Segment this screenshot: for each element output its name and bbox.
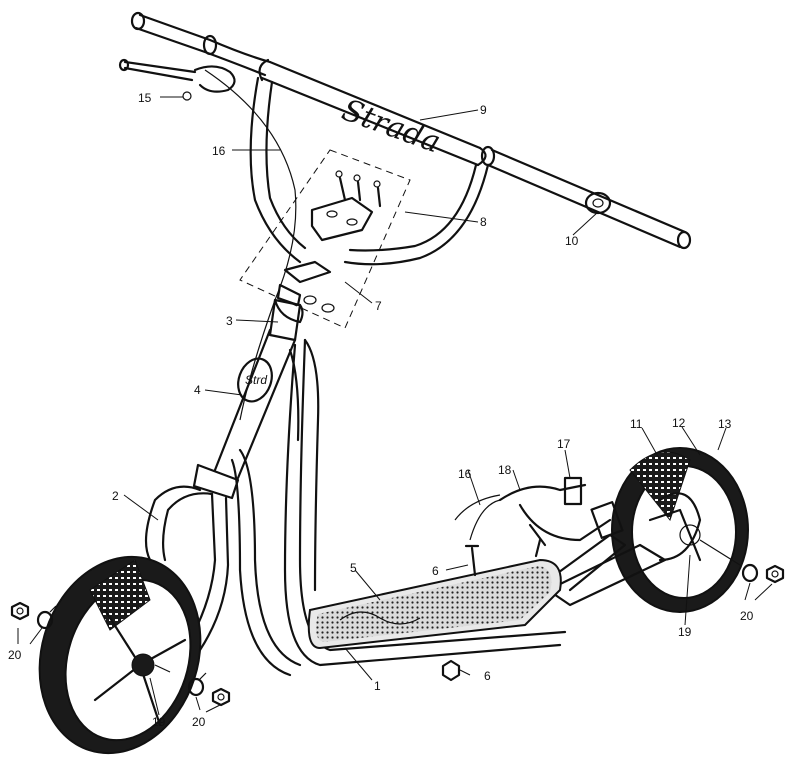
leader-lines (17, 96, 773, 716)
front-wheel (38, 555, 202, 755)
callout-17: 17 (557, 437, 571, 451)
callout-6-lower: 6 (484, 669, 491, 683)
rear-brake (498, 476, 624, 558)
handlebar: Strada (130, 11, 692, 266)
rear-fork (546, 533, 667, 607)
axle-nut-icon (765, 564, 785, 584)
callout-18: 18 (498, 463, 512, 477)
callout-2: 2 (112, 489, 119, 503)
callout-9: 9 (480, 103, 487, 117)
washer-icon (36, 605, 57, 630)
callout-20-front: 20 (192, 715, 206, 729)
callout-15: 15 (138, 91, 152, 105)
callout-16-lower: 16 (458, 467, 472, 481)
callout-19-front: 19 (152, 715, 166, 729)
callout-4: 4 (194, 383, 201, 397)
callout-1: 1 (374, 679, 381, 693)
brand-logo: Strada (337, 93, 445, 161)
callout-13: 13 (718, 417, 732, 431)
deck (307, 558, 562, 650)
clamp-assembly (239, 149, 411, 329)
callout-3: 3 (226, 314, 233, 328)
callout-20-rear: 20 (740, 609, 754, 623)
callout-5: 5 (350, 561, 357, 575)
deck-bolt (441, 544, 480, 682)
callout-6-upper: 6 (432, 564, 439, 578)
brake-cable (204, 69, 501, 541)
callout-8: 8 (480, 215, 487, 229)
callout-16-upper: 16 (212, 144, 226, 158)
axle-hardware (10, 539, 785, 707)
rear-wheel (611, 447, 749, 613)
brake-lever (118, 58, 236, 101)
callout-10: 10 (565, 234, 579, 248)
callout-11: 11 (630, 417, 643, 431)
axle-nut-icon (10, 601, 30, 621)
axle-nut-icon (211, 687, 231, 707)
washer-icon (741, 563, 759, 583)
callout-12: 12 (672, 416, 686, 430)
callout-20-left: 20 (8, 648, 22, 662)
callout-19-rear: 19 (678, 625, 692, 639)
washer-icon (187, 672, 207, 697)
callout-labels: 15 16 9 8 10 7 3 4 2 5 6 1 6 16 18 17 11… (8, 91, 754, 729)
callout-7: 7 (375, 299, 382, 313)
head-badge-text: Strd (245, 373, 267, 387)
